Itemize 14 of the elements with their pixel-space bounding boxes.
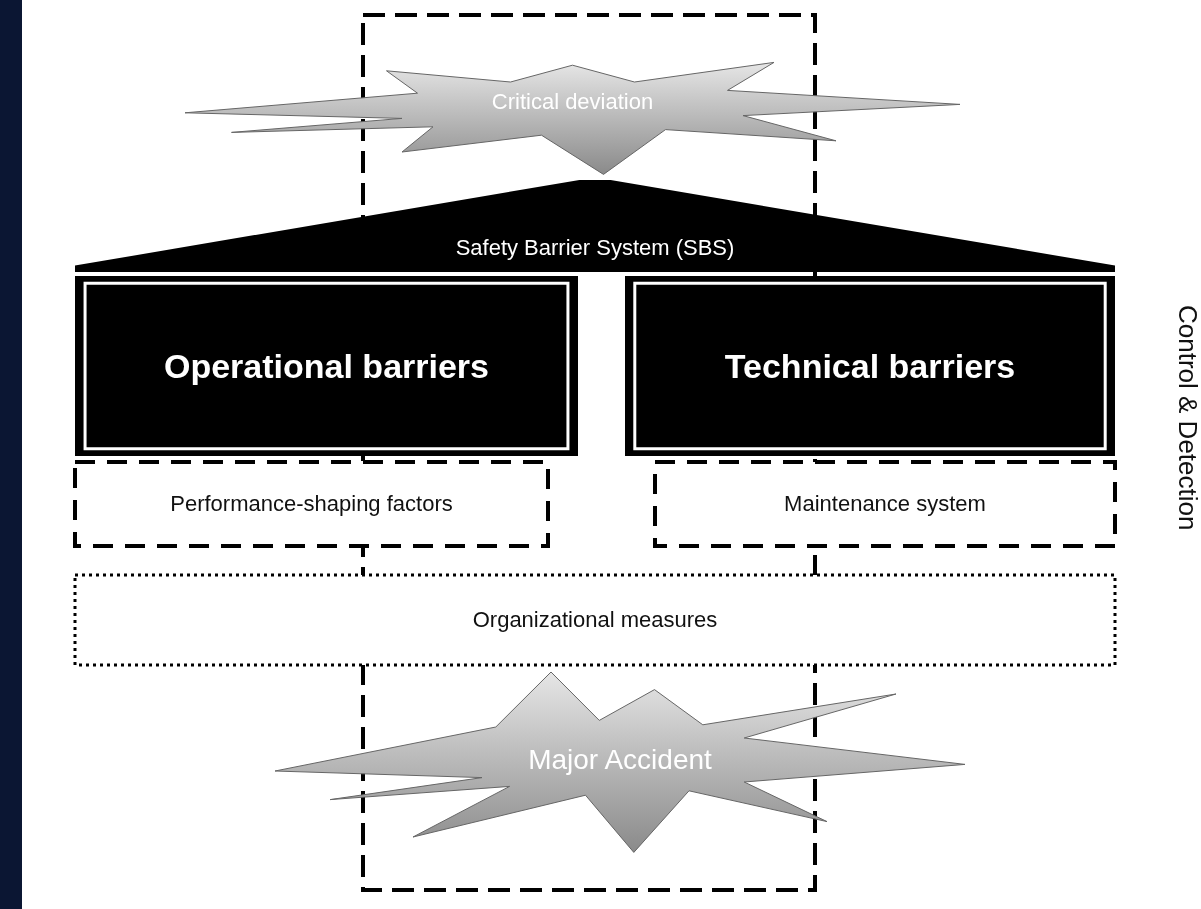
side-label: Control & Detection: [1172, 305, 1201, 531]
roof-band: [75, 180, 1115, 272]
node-label: Performance-shaping factors: [169, 491, 454, 517]
node-label: Technical barriers: [724, 346, 1016, 386]
node-label: Maintenance system: [784, 491, 986, 517]
barrier-box: [625, 276, 1115, 456]
dashed-box: [655, 462, 1115, 546]
barrier-box: [75, 276, 578, 456]
node-label: Safety Barrier System (SBS): [455, 235, 735, 261]
node-label: Operational barriers: [164, 346, 489, 386]
node-label: Major Accident: [528, 744, 712, 776]
dashed-box: [75, 462, 548, 546]
node-label: Organizational measures: [472, 607, 718, 633]
node-label: Critical deviation: [491, 89, 654, 115]
